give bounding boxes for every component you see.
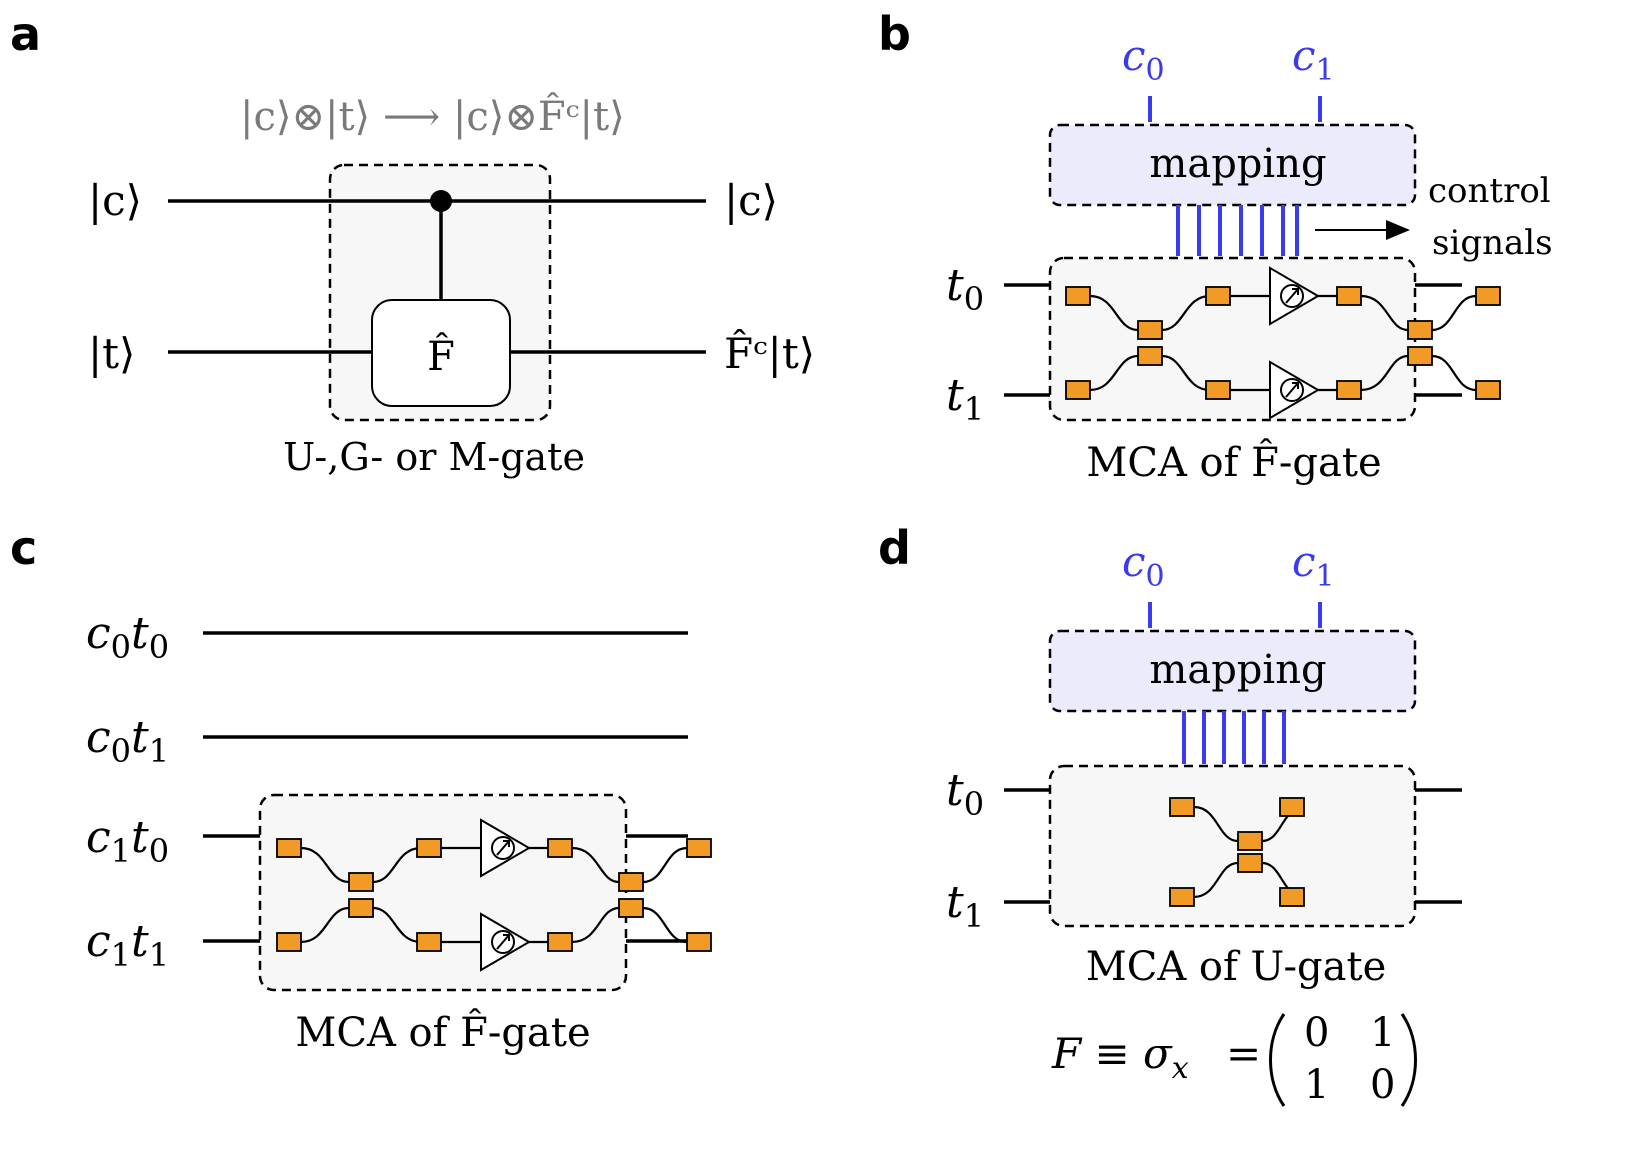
mca-box-c <box>258 793 628 992</box>
gate-f-label: F̂ <box>427 334 455 380</box>
control-input-lines-d <box>1148 602 1322 628</box>
control-input-lines <box>1148 96 1322 122</box>
matrix-cell-10: 1 <box>1304 1062 1329 1108</box>
t0-label-d: t0 <box>946 765 984 823</box>
control-c0-label: c0 <box>1122 31 1165 88</box>
mca-box-d <box>1048 764 1417 928</box>
t1-label-b: t1 <box>946 370 984 428</box>
equation-equals: = <box>1226 1029 1261 1078</box>
matrix-cell-11: 0 <box>1370 1062 1395 1108</box>
mapping-label-d: mapping <box>1149 647 1326 693</box>
control-dot <box>430 190 452 212</box>
control-c1-label-d: c1 <box>1292 537 1335 594</box>
panel-letter-d: d <box>878 521 911 575</box>
panel-letter-b: b <box>878 7 911 61</box>
row-label-c0t0: c0t0 <box>86 608 169 666</box>
control-signals-label-2: signals <box>1432 223 1553 263</box>
t1-label-d: t1 <box>946 877 984 935</box>
output-t-label: F̂ᶜ|t⟩ <box>724 327 815 378</box>
control-signal-lines <box>1176 205 1299 256</box>
panel-d: d c0 c1 mapping t0 t1 MCA of U-gate F ≡ … <box>878 521 1462 1108</box>
output-c-label: |c⟩ <box>724 176 778 225</box>
row-label-c1t0: c1t0 <box>86 812 169 870</box>
mapping-label: mapping <box>1149 141 1326 187</box>
panel-a: a |c⟩⊗|t⟩ ⟶ |c⟩⊗F̂ᶜ|t⟩ F̂ |c⟩ |t⟩ |c⟩ F̂… <box>10 7 815 479</box>
control-c1-label: c1 <box>1292 31 1335 88</box>
matrix-left-paren <box>1269 1013 1286 1107</box>
t0-label-b: t0 <box>946 260 984 318</box>
input-t-label: |t⟩ <box>88 329 135 378</box>
gate-formula: |c⟩⊗|t⟩ ⟶ |c⟩⊗F̂ᶜ|t⟩ <box>240 94 625 140</box>
matrix-cell-01: 1 <box>1370 1010 1395 1056</box>
row-label-c1t1: c1t1 <box>86 916 169 974</box>
panel-b-caption: MCA of F̂-gate <box>1086 440 1381 486</box>
equation-lhs: F ≡ σx <box>1051 1029 1189 1086</box>
panel-b: b c0 c1 mapping control signals t0 t1 MC… <box>878 7 1553 486</box>
matrix-cell-00: 0 <box>1304 1010 1329 1056</box>
matrix-right-paren <box>1400 1013 1417 1107</box>
panel-letter-a: a <box>10 7 41 61</box>
panel-d-caption: MCA of U-gate <box>1086 944 1387 990</box>
gate-f-box <box>371 299 511 407</box>
panel-letter-c: c <box>10 521 37 575</box>
panel-c-caption: MCA of F̂-gate <box>295 1010 590 1056</box>
control-c0-label-d: c0 <box>1122 537 1165 594</box>
control-signals-label-1: control <box>1428 171 1551 211</box>
row-label-c0t1: c0t1 <box>86 712 169 770</box>
mapping-box-d <box>1048 629 1417 713</box>
mapping-box <box>1048 123 1417 207</box>
input-c-label: |c⟩ <box>88 176 142 225</box>
panel-c: c c0t0 c0t1 c1t0 c1t1 MCA of F̂-gate <box>10 521 713 1056</box>
panel-a-caption: U-,G- or M-gate <box>283 435 585 479</box>
control-signal-lines-d <box>1182 711 1286 764</box>
